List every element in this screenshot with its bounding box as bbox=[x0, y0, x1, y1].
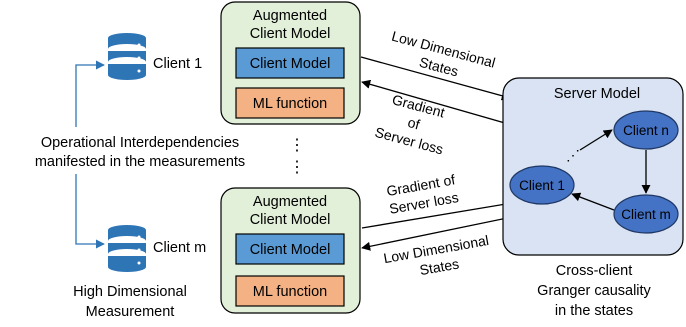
interdependency-text-line1: Operational Interdependencies bbox=[41, 135, 239, 151]
augmented-bottom-title-line1: Augmented bbox=[253, 194, 327, 210]
augmented-top-title-line2: Client Model bbox=[250, 26, 331, 42]
arrow-bottom-states-to-client bbox=[361, 216, 513, 251]
server-model-title: Server Model bbox=[554, 86, 640, 102]
caption-line1: Cross-client bbox=[556, 263, 633, 279]
bottom-gradient-label: Gradient of Server loss bbox=[385, 171, 459, 217]
interdependency-text-line2: manifested in the measurements bbox=[35, 154, 245, 170]
high-dim-line2: Measurement bbox=[86, 304, 175, 320]
top-gradient-label-line2: of bbox=[406, 114, 422, 133]
node-client-n-label: Client n bbox=[623, 123, 669, 138]
caption-line2: Granger causality bbox=[537, 283, 651, 299]
ellipsis-dots-2: ⋮ bbox=[289, 159, 305, 176]
augmented-bottom-title-line2: Client Model bbox=[250, 212, 331, 228]
high-dim-line1: High Dimensional bbox=[73, 284, 187, 300]
arrow-top-gradient-to-client bbox=[361, 79, 513, 126]
arrow-top-states-to-server bbox=[360, 56, 511, 101]
node-client-m-label: Client m bbox=[621, 207, 671, 222]
node-client-1-label: Client 1 bbox=[519, 178, 565, 193]
client-model-box-bottom bbox=[235, 233, 345, 265]
augmented-top-title-line1: Augmented bbox=[253, 8, 327, 24]
ml-function-box-bottom bbox=[235, 275, 345, 307]
edge-ellipsis: ⋰ bbox=[566, 147, 580, 163]
node-client-1 bbox=[509, 165, 575, 205]
client-model-box-top bbox=[235, 47, 345, 79]
node-client-n bbox=[613, 110, 679, 150]
ml-function-label-top: ML function bbox=[253, 96, 327, 112]
client-model-label-top: Client Model bbox=[250, 56, 331, 72]
arrow-bottom-gradient-to-server bbox=[361, 199, 513, 229]
client-m-label: Client m bbox=[153, 240, 206, 256]
node-client-m bbox=[613, 194, 679, 234]
client-model-label-bottom: Client Model bbox=[250, 242, 331, 258]
database-icon-client-m bbox=[108, 225, 146, 272]
bottom-states-label-line2: States bbox=[418, 255, 460, 278]
ml-function-box-top bbox=[235, 87, 345, 119]
ellipsis-dots-1: ⋮ bbox=[289, 137, 305, 154]
top-gradient-label: Gradient of Server loss bbox=[373, 91, 446, 157]
edge-client1-to-clientn bbox=[579, 129, 613, 151]
database-icon-client-1 bbox=[108, 33, 146, 80]
edge-clientm-to-client1 bbox=[571, 192, 615, 211]
interdependency-connector-down bbox=[75, 174, 105, 249]
ml-function-label-bottom: ML function bbox=[253, 284, 327, 300]
interdependency-connector-up bbox=[75, 60, 105, 127]
client-1-label: Client 1 bbox=[153, 56, 202, 72]
caption-line3: in the states bbox=[555, 303, 633, 319]
